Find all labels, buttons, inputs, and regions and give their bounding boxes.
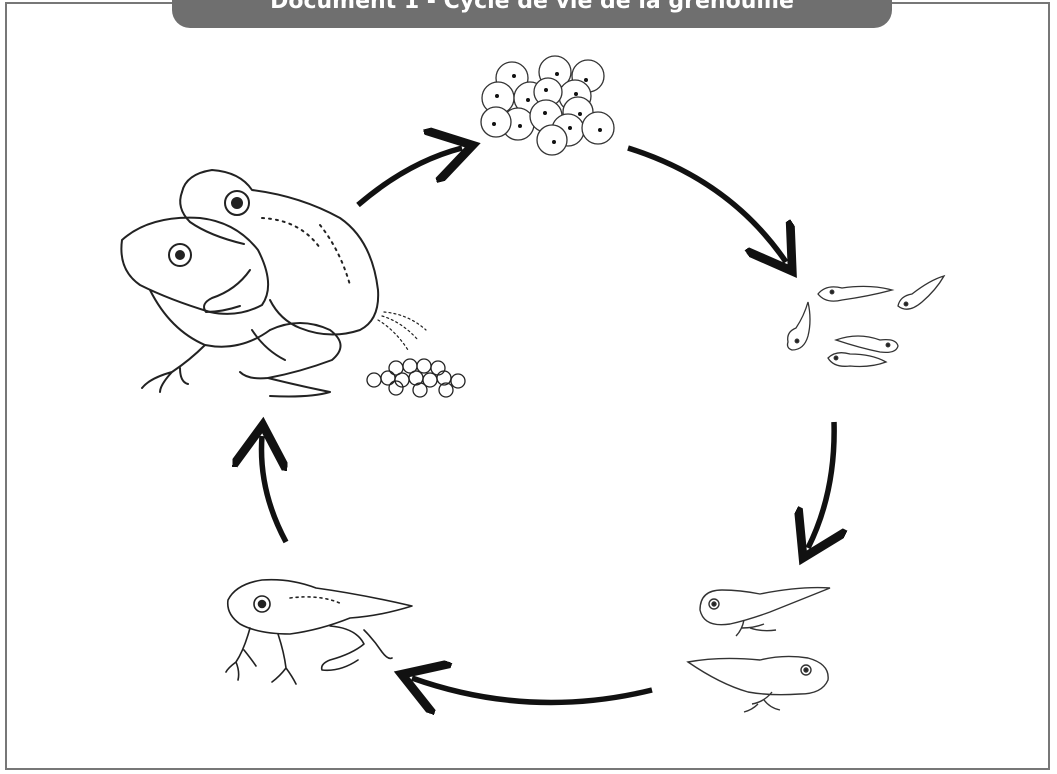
arrow-froglet-to-frogs: [262, 436, 287, 542]
arrow-tadpoles-to-legs: [808, 422, 834, 548]
tadpoles-icon: [788, 276, 945, 367]
tadpole-legs-icon: [688, 588, 830, 712]
arrow-legs-to-froglet: [412, 678, 652, 703]
arrow-frogs-to-eggs: [358, 148, 462, 205]
egg-cluster-icon: [481, 56, 614, 155]
froglet-icon: [226, 580, 412, 684]
spawned-eggs-icon: [367, 359, 465, 397]
frog-pair-icon: [121, 170, 426, 397]
arrow-eggs-to-tadpoles: [628, 148, 786, 262]
